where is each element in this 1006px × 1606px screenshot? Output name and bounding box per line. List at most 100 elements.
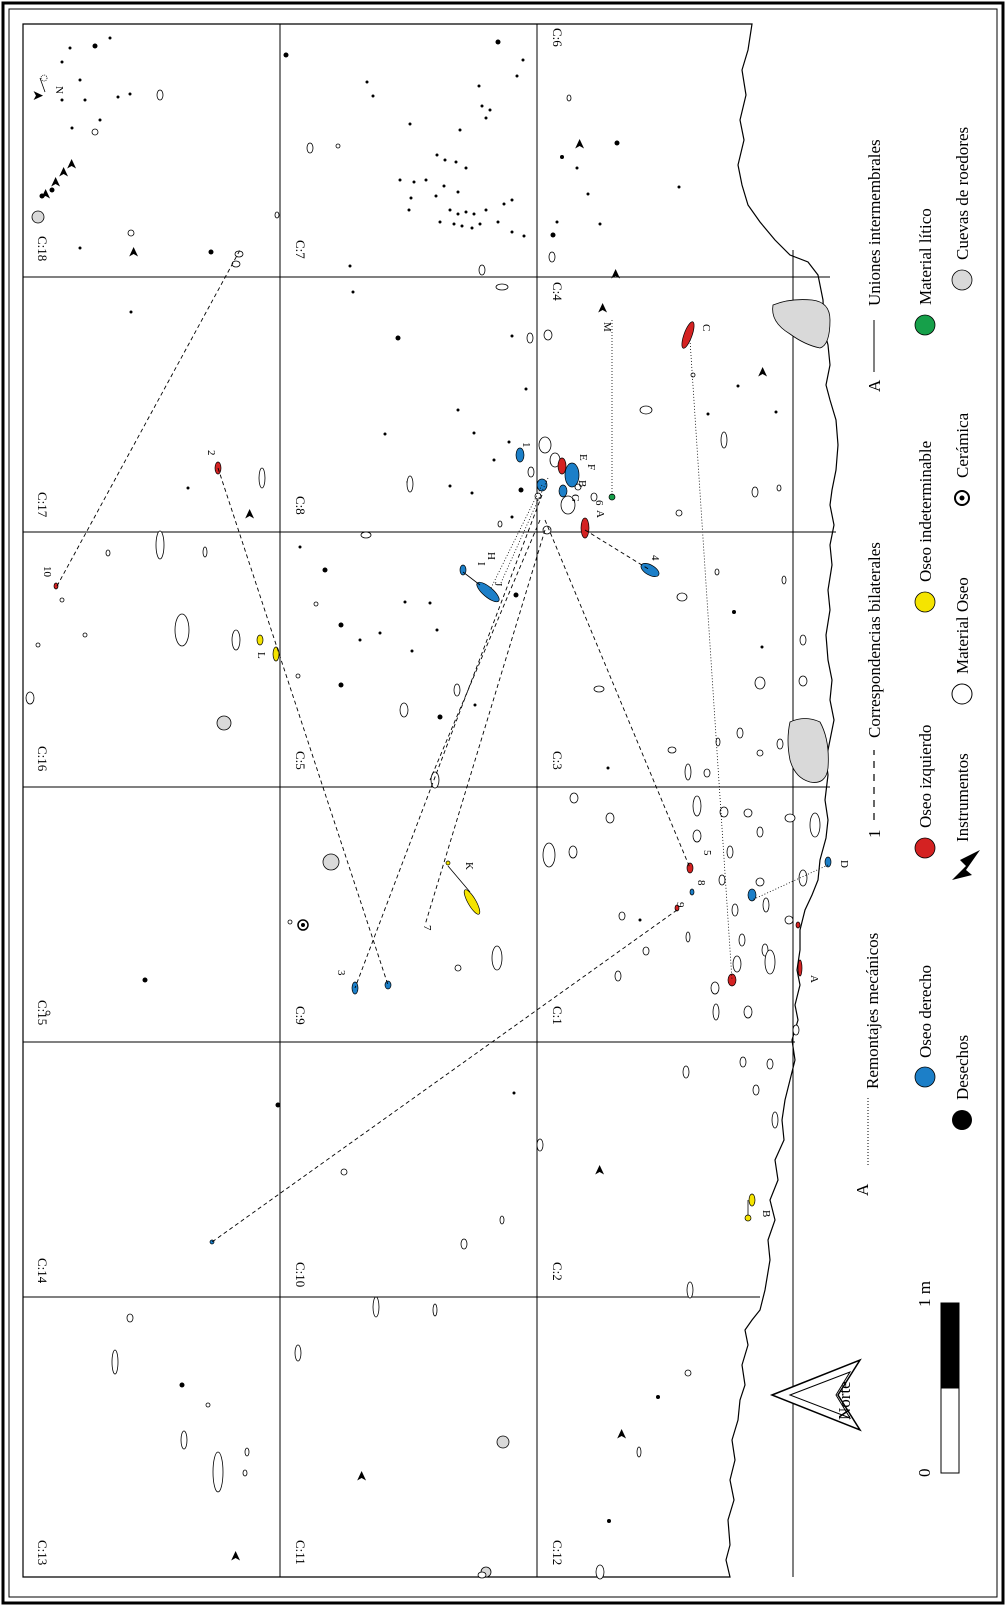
legend-indeterminate-swatch [914, 591, 936, 613]
debris-dot [477, 84, 481, 88]
legend-intermembrales-key: A [865, 379, 884, 392]
instrument-icon: ➤ [243, 508, 258, 520]
debris-dot [298, 545, 302, 549]
debris-dot [338, 622, 344, 628]
debris-dot [98, 118, 102, 122]
right-bone [459, 564, 467, 576]
debris-dot [524, 387, 528, 391]
left-bone [727, 973, 737, 987]
burrow-circle [216, 715, 232, 731]
point-label: 2 [205, 450, 217, 456]
bone-fragment [105, 549, 111, 557]
left-bone [674, 904, 680, 912]
instrument-icon: ➤ [127, 246, 142, 258]
bone-fragment [306, 142, 314, 154]
debris-dot [512, 1091, 516, 1095]
intermembral-link [447, 865, 471, 893]
marker-n [40, 74, 48, 82]
debris-dot [484, 116, 488, 120]
grid-label: C:2 [550, 1262, 565, 1281]
debris-dot [409, 196, 413, 200]
right-bone [384, 980, 392, 990]
bone-fragment [477, 1571, 487, 1579]
bone-fragment [25, 691, 35, 705]
bone-fragment [756, 826, 764, 838]
instrument-icon: ➤ [615, 1428, 630, 1440]
grid-label: C:9 [293, 1006, 308, 1025]
ceramic-find [287, 919, 309, 931]
scale-bar-black [940, 1302, 960, 1389]
debris-dot [464, 166, 468, 170]
burrow-circle [322, 853, 340, 871]
bone-fragment [258, 467, 266, 489]
legend-burrow-swatch [951, 269, 973, 291]
bilateral-link [56, 249, 241, 587]
scale-top-label: 1 m [915, 1281, 934, 1307]
bilateral-link [584, 529, 651, 571]
debris-dot [403, 600, 407, 604]
burrow-circle [496, 1435, 510, 1449]
intermembral-link [462, 571, 481, 586]
point-label: I [475, 562, 487, 566]
debris-dot [398, 178, 402, 182]
bone-fragment [798, 869, 808, 887]
point-label: 7 [421, 925, 433, 931]
debris-dot [607, 1519, 611, 1523]
bone-fragment [690, 372, 696, 378]
right-bone [689, 888, 695, 896]
bone-fragment [205, 1402, 211, 1408]
debris-dot [470, 491, 474, 495]
debris-dot [736, 384, 740, 388]
intermembral-lines [39, 74, 749, 1215]
bone-fragment [542, 525, 552, 535]
bone-fragment [536, 1138, 544, 1152]
bone-fragment [59, 597, 65, 603]
bone-fragment [792, 1024, 800, 1036]
instrument-icon: ➤ [49, 176, 64, 188]
debris-dot [371, 94, 375, 98]
debris-dot [456, 212, 460, 216]
bone-fragment [491, 945, 503, 971]
bone-fragment [432, 1303, 438, 1317]
bone-fragment [406, 475, 414, 493]
debris-dot [322, 567, 328, 573]
bone-fragment [809, 812, 821, 838]
debris-dot [448, 484, 452, 488]
bone-fragment [684, 1369, 692, 1377]
legend-indeterminate-label: Oseo indeterminable [916, 441, 935, 582]
debris-dot [502, 202, 506, 206]
instrument-icon: ➤ [573, 138, 588, 150]
bilateral-link [211, 909, 678, 1243]
bone-fragment [743, 808, 753, 818]
bone-fragment [231, 629, 241, 651]
debris-dot [448, 208, 452, 212]
bone-fragment [776, 484, 782, 492]
grid-label: C:13 [35, 1540, 50, 1565]
bone-fragment [526, 332, 534, 344]
bone-fragment [614, 970, 622, 982]
indeterminate-bone [272, 646, 280, 662]
bone-fragment [244, 1447, 250, 1457]
left-bone [686, 862, 694, 874]
debris-dot [495, 39, 501, 45]
north-arrow-inner [788, 1371, 852, 1419]
bone-fragment [202, 546, 208, 558]
bone-fragment [127, 229, 135, 237]
mechanical-refit [751, 864, 829, 901]
left-bone [797, 959, 803, 977]
left-bone [681, 321, 695, 349]
bilateral-link [429, 519, 541, 781]
instrument-icon: ➤ [32, 89, 44, 104]
debris-dots [39, 36, 778, 1523]
bone-fragment [156, 89, 164, 101]
debris-dot [464, 210, 468, 214]
bone-fragment [692, 795, 702, 817]
debris-dot [550, 232, 556, 238]
scale-bar: 1 m 0 [915, 1281, 960, 1477]
bilateral-link [544, 519, 691, 869]
debris-dot [473, 703, 477, 707]
burrow-circle [31, 210, 45, 224]
debris-dot [456, 408, 460, 412]
